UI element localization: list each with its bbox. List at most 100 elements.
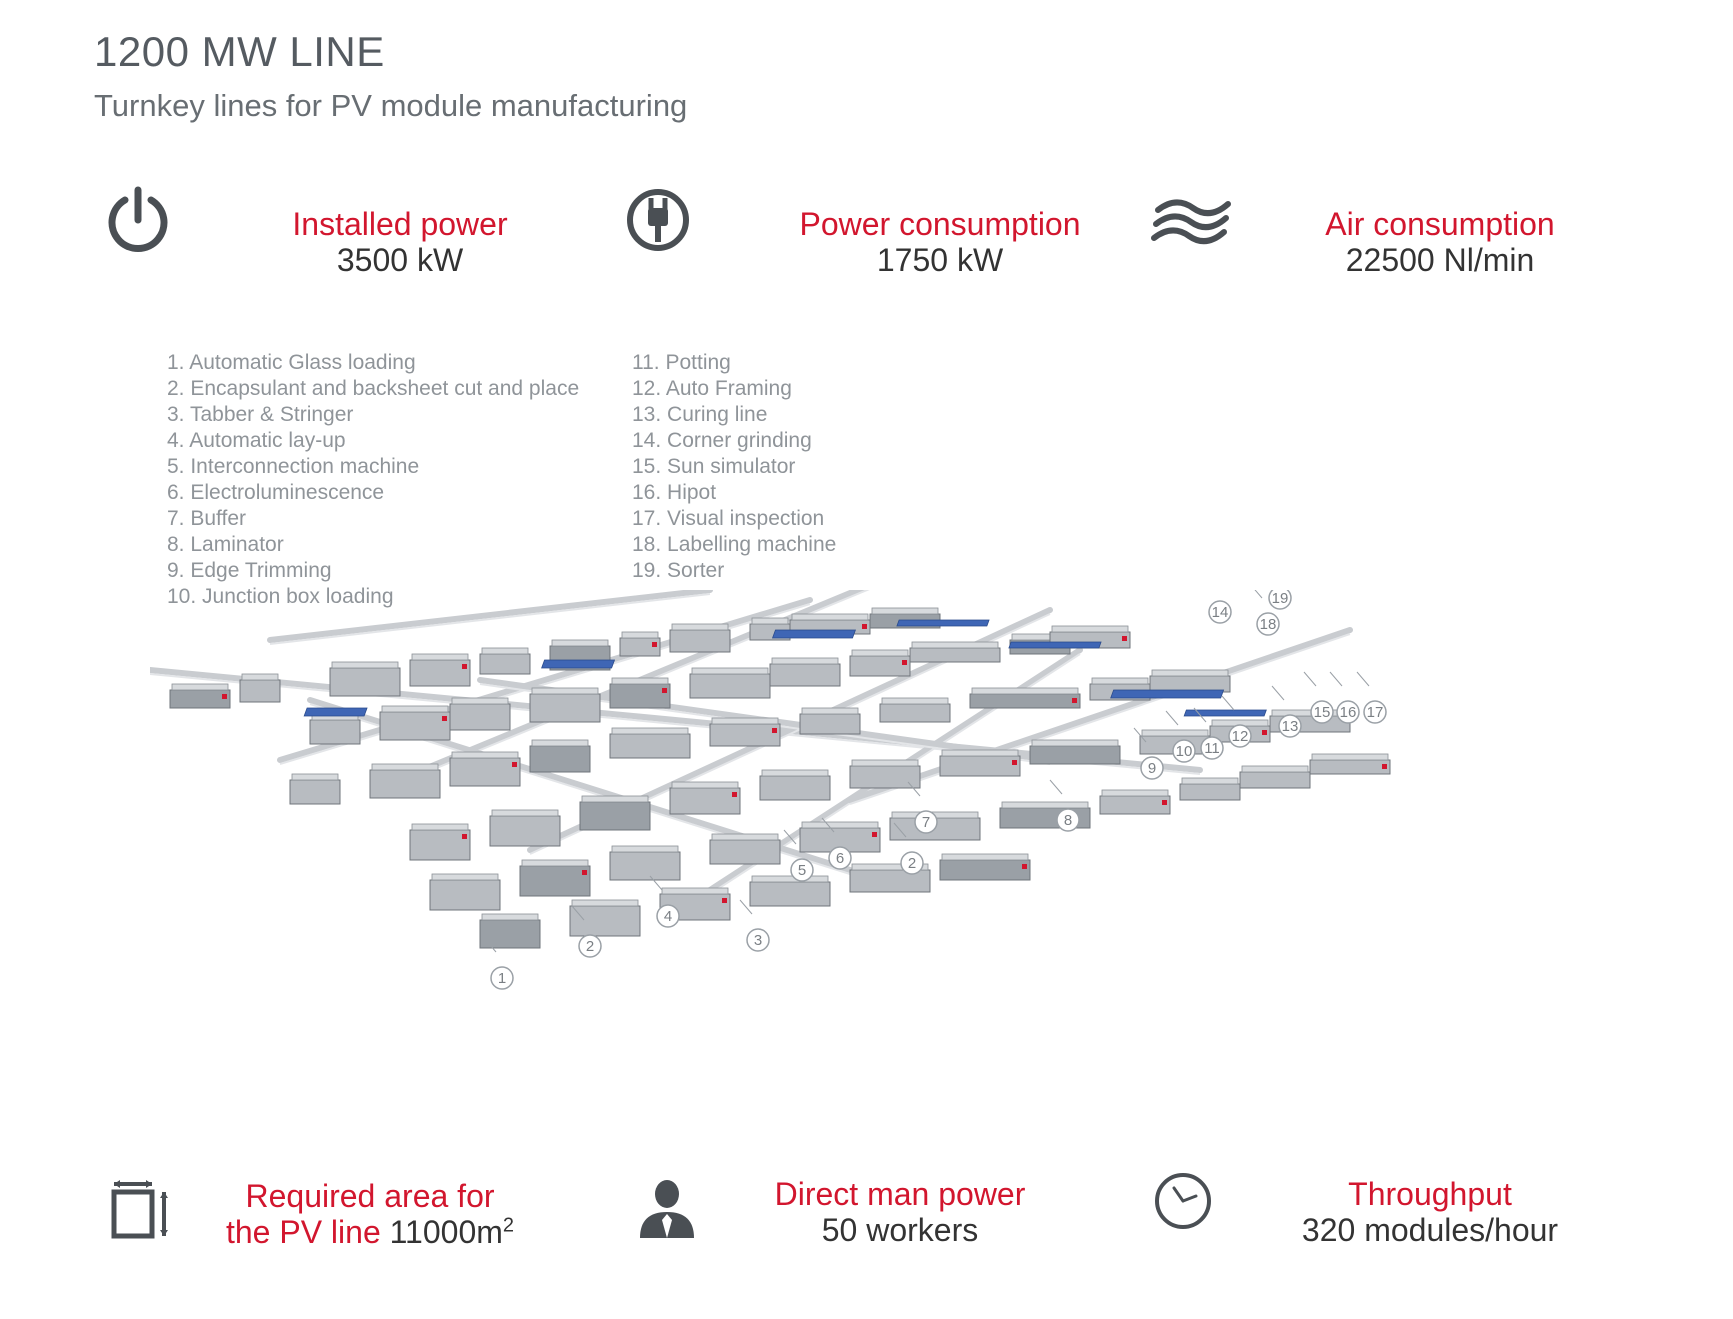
callout-circle [578,934,602,958]
machine-block [529,745,591,773]
callout-marker: 11 [1193,707,1224,760]
air-waves-icon [1148,190,1238,250]
machine-block [309,719,361,745]
legend-item: 10. Junction box loading [167,585,394,608]
conveyor-rail [150,667,1203,773]
solar-module [896,619,990,627]
callout-number: 19 [1272,590,1289,607]
machine-block [1029,745,1121,765]
callout-marker: 9 [1133,727,1164,780]
conveyor-rail-edge [849,633,1351,805]
machine-top [801,821,879,829]
callout-circle [828,846,852,870]
installed-power-value: 3500 kW [336,242,464,278]
machine-block [369,769,441,799]
callout-number: 8 [1064,812,1072,829]
callout-leader [783,829,797,845]
machine-top [1141,729,1209,737]
machine-top [451,751,519,759]
callout-circle [914,810,938,834]
callout-circle [790,858,814,882]
callout-circle [1363,700,1387,724]
machine-block [849,869,931,893]
legend-item: 11. Potting [632,351,731,374]
callout-leader [1254,590,1263,599]
machine-indicator [442,716,447,721]
machine-top [751,875,829,883]
callout-circle [1200,736,1224,760]
machine-block [939,755,1021,777]
machine-block [1309,759,1391,775]
machine-top [571,899,639,907]
callout-number: 7 [922,814,930,831]
callout-number: 5 [798,862,806,879]
legend-item: 6. Electroluminescence [167,481,385,504]
page-subtitle: Turnkey lines for PV module manufacturin… [94,88,688,123]
machine-indicator [872,832,877,837]
machine-top [1031,739,1119,747]
callout-circle [1140,756,1164,780]
machine-indicator [462,834,467,839]
legend-item: 1. Automatic Glass loading [167,351,416,374]
callout-circle [900,851,924,875]
machine-top [711,717,779,725]
callout-marker: 14 [1208,600,1232,624]
callout-number: 3 [754,932,762,949]
machine-top [761,769,829,777]
required-area-label-line2: the PV line [225,1214,381,1250]
machine-top [1091,677,1149,685]
callout-marker: 17 [1356,671,1387,724]
machine-top [661,887,729,895]
machine-block [799,713,861,735]
area-resize-icon [108,1178,174,1244]
solar-module [1183,709,1267,717]
machine-block [1099,795,1171,815]
callout-circle [1172,739,1196,763]
callout-circle [656,904,680,928]
legend-item: 13. Curing line [632,403,768,426]
machine-indicator [1022,864,1027,869]
machine-top [1181,777,1239,785]
legend-item: 5. Interconnection machine [167,455,420,478]
callout-leader [739,899,753,915]
machine-layout [150,590,1391,949]
machine-block [1149,675,1231,693]
required-area-label-line1: Required area for [245,1178,495,1214]
machine-indicator [772,728,777,733]
machine-top [851,863,929,871]
legend-item: 17. Visual inspection [632,507,825,530]
legend-item: 7. Buffer [167,507,246,530]
machine-indicator [662,688,667,693]
callout-leader [1221,695,1235,711]
machine-top [521,859,589,867]
callout-number: 12 [1232,728,1249,745]
machine-top [971,687,1079,695]
machine-top [621,631,659,639]
callout-marker: 13 [1271,685,1302,738]
machine-block [769,663,841,687]
callout-leader [1329,671,1343,687]
clock-icon [1152,1170,1214,1232]
callout-number: 2 [586,938,594,955]
callout-number: 4 [664,908,672,925]
callout-circle [1310,700,1334,724]
solar-module [303,707,368,717]
machine-indicator [862,624,867,629]
machine-top [711,833,779,841]
machine-block [529,693,601,723]
machine-top [551,639,609,647]
installed-power-stat: Installed power 3500 kW [240,206,560,278]
legend-item: 2. Encapsulant and backsheet cut and pla… [167,377,580,400]
machine-top [381,705,449,713]
machine-top [671,781,739,789]
callout-leader [483,937,497,953]
machine-top [291,773,339,781]
solar-module [1008,641,1102,649]
machine-top [851,649,909,657]
air-consumption-label: Air consumption [1325,206,1555,242]
callout-leader [571,905,585,921]
machine-block [379,711,451,741]
callout-marker: 5 [783,829,814,882]
machine-top [371,763,439,771]
